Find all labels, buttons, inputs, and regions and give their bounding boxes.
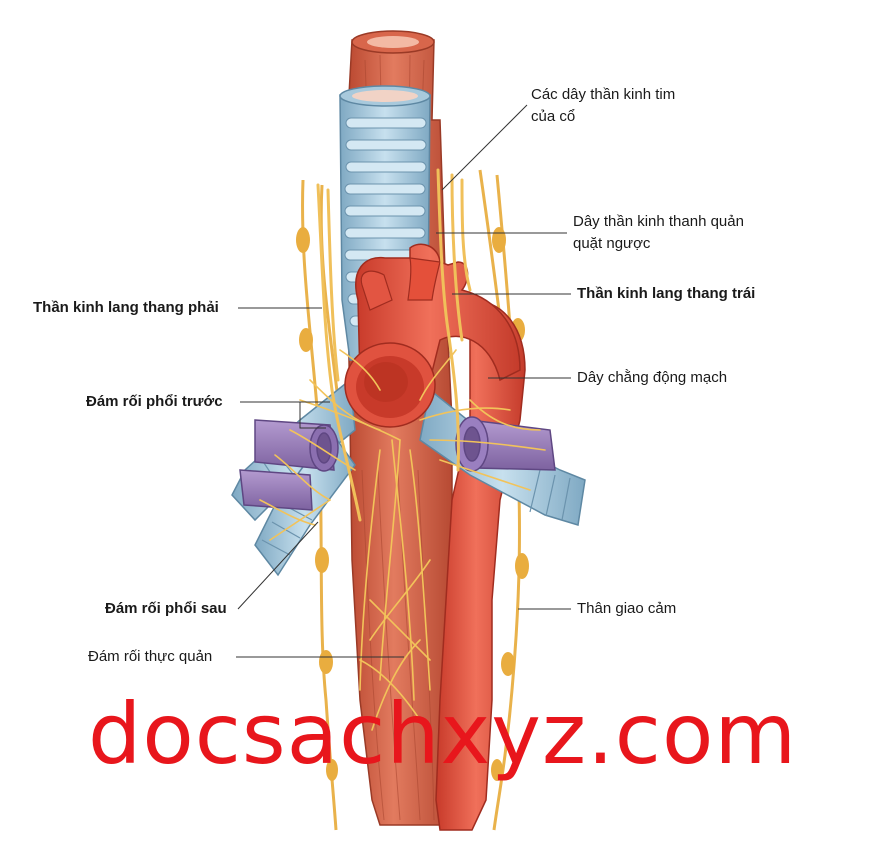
label-right-vagus: Thần kinh lang thang phải (33, 299, 219, 316)
vagus-nerves (316, 168, 472, 522)
aortic-arch (344, 243, 521, 428)
label-recurrent-laryngeal-line2: quặt ngược (573, 235, 651, 252)
label-posterior-pulmonary-plexus: Đám rối phổi sau (105, 600, 227, 617)
watermark-text: docsachxyz.com (88, 685, 798, 783)
label-esophageal-plexus: Đám rối thực quản (88, 648, 213, 665)
label-cardiac-cervical-nerves-line1: Các dây thần kinh tim (531, 86, 676, 103)
leader-lines (236, 104, 571, 658)
label-ligamentum-arteriosum: Dây chằng động mạch (577, 369, 728, 386)
label-recurrent-laryngeal-line1: Dây thần kinh thanh quản (573, 213, 744, 230)
label-cardiac-cervical-nerves-line2: của cổ (531, 108, 576, 125)
label-left-vagus: Thần kinh lang thang trái (577, 285, 756, 302)
nerve-plexus (259, 349, 546, 731)
label-anterior-pulmonary-plexus: Đám rối phổi trước (86, 393, 223, 410)
pulmonary-vessels (239, 416, 556, 511)
label-sympathetic-trunk: Thân giao cảm (577, 600, 677, 617)
